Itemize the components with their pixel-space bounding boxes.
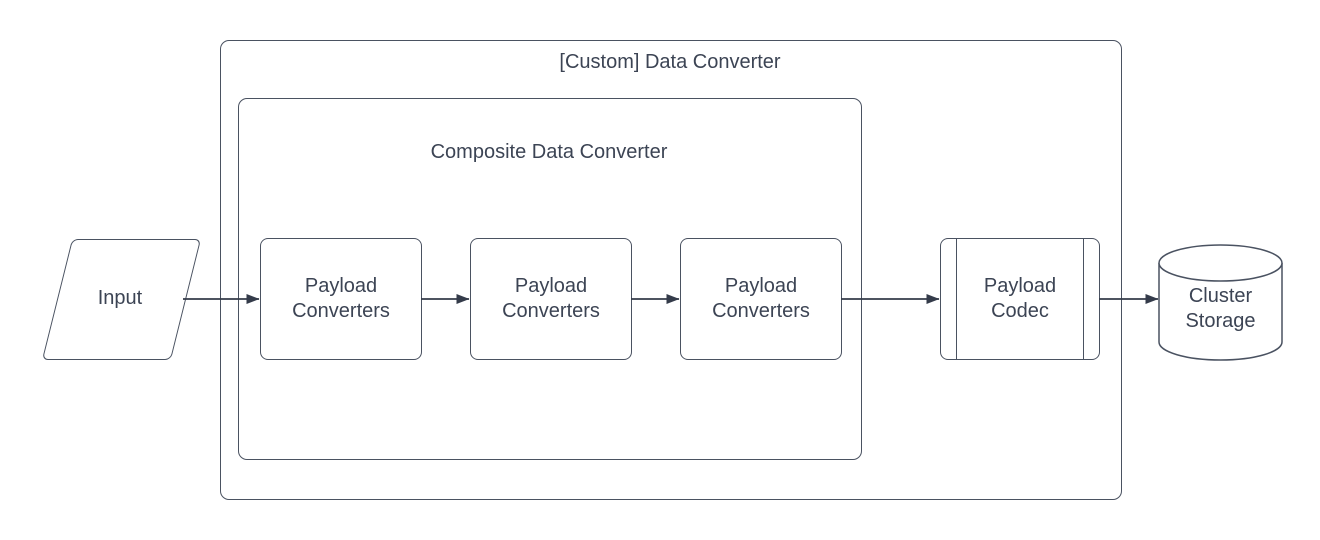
- payload-codec-label: Payload Codec: [983, 275, 1057, 322]
- payload-codec-node: Payload Codec: [940, 238, 1100, 360]
- codec-left-bar: [956, 239, 957, 359]
- cluster-storage-node: [1158, 244, 1283, 361]
- payload-converters-node-2: Payload Converters: [470, 238, 632, 360]
- payload-converters-node-1: Payload Converters: [260, 238, 422, 360]
- payload-converters-node-3: Payload Converters: [680, 238, 842, 360]
- cluster-storage-label: Cluster Storage: [1185, 285, 1256, 332]
- payload-converters-label-1: Payload Converters: [292, 275, 390, 322]
- input-node: [41, 239, 202, 360]
- payload-converters-label-3: Payload Converters: [712, 275, 810, 322]
- custom-data-converter-container: [220, 40, 1122, 500]
- composite-data-converter-title: Composite Data Converter: [430, 141, 668, 163]
- codec-right-bar: [1083, 239, 1084, 359]
- composite-data-converter-container: [238, 98, 862, 460]
- custom-data-converter-title: [Custom] Data Converter: [559, 51, 781, 73]
- payload-converters-label-2: Payload Converters: [502, 275, 600, 322]
